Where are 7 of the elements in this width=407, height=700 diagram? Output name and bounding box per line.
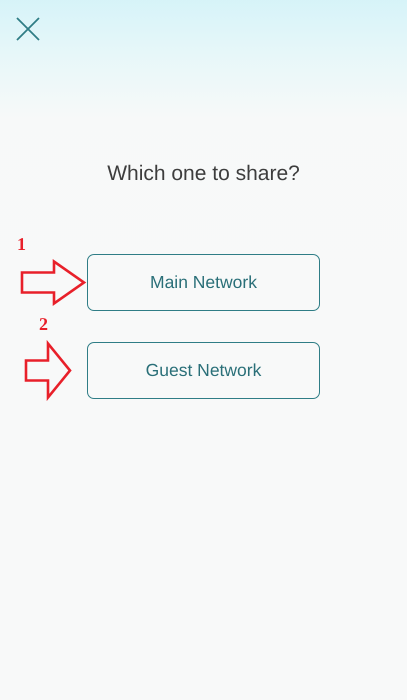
option-button: Guest Network xyxy=(87,342,320,399)
callout-number: 1 xyxy=(17,234,26,255)
callout-number: 2 xyxy=(39,314,48,335)
option-button: Main Network xyxy=(87,254,320,311)
block-arrow xyxy=(20,259,86,306)
block-arrow xyxy=(24,340,72,402)
heading: Which one to share? xyxy=(106,162,301,186)
